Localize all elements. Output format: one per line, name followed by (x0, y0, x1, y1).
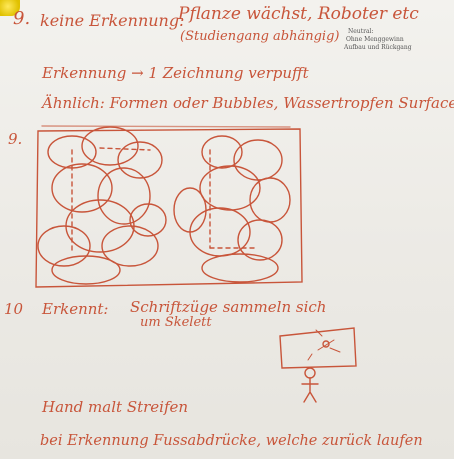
similar-line: Ähnlich: Formen oder Bubbles, Wassertrop… (42, 94, 454, 112)
footprints-line: bei Erkennung Fussabdrücke, welche zurüc… (40, 433, 423, 449)
pencil-note: Ohne Menggewinn (346, 36, 404, 43)
recognized-text: um Skelett (140, 315, 212, 330)
recognized-label: Erkennt: (42, 300, 109, 318)
item-number: 9. (13, 8, 31, 29)
pencil-note: Aufbau und Rückgang (344, 44, 412, 51)
section-number: 10 (4, 300, 24, 318)
no-recognition-subtext: (Studiengang abhängig) (180, 29, 340, 44)
figure-number: 9. (8, 130, 23, 148)
recognition-line: Erkennung → 1 Zeichnung verpufft (42, 64, 309, 82)
pencil-note: Neutral: (348, 28, 374, 35)
recognized-text: Schriftzüge sammeln sich (130, 298, 327, 316)
hand-line: Hand malt Streifen (42, 398, 189, 416)
no-recognition-label: keine Erkennung: (40, 11, 185, 30)
yellow-pin (0, 0, 20, 16)
no-recognition-text: Pflanze wächst, Roboter etc (178, 4, 419, 24)
